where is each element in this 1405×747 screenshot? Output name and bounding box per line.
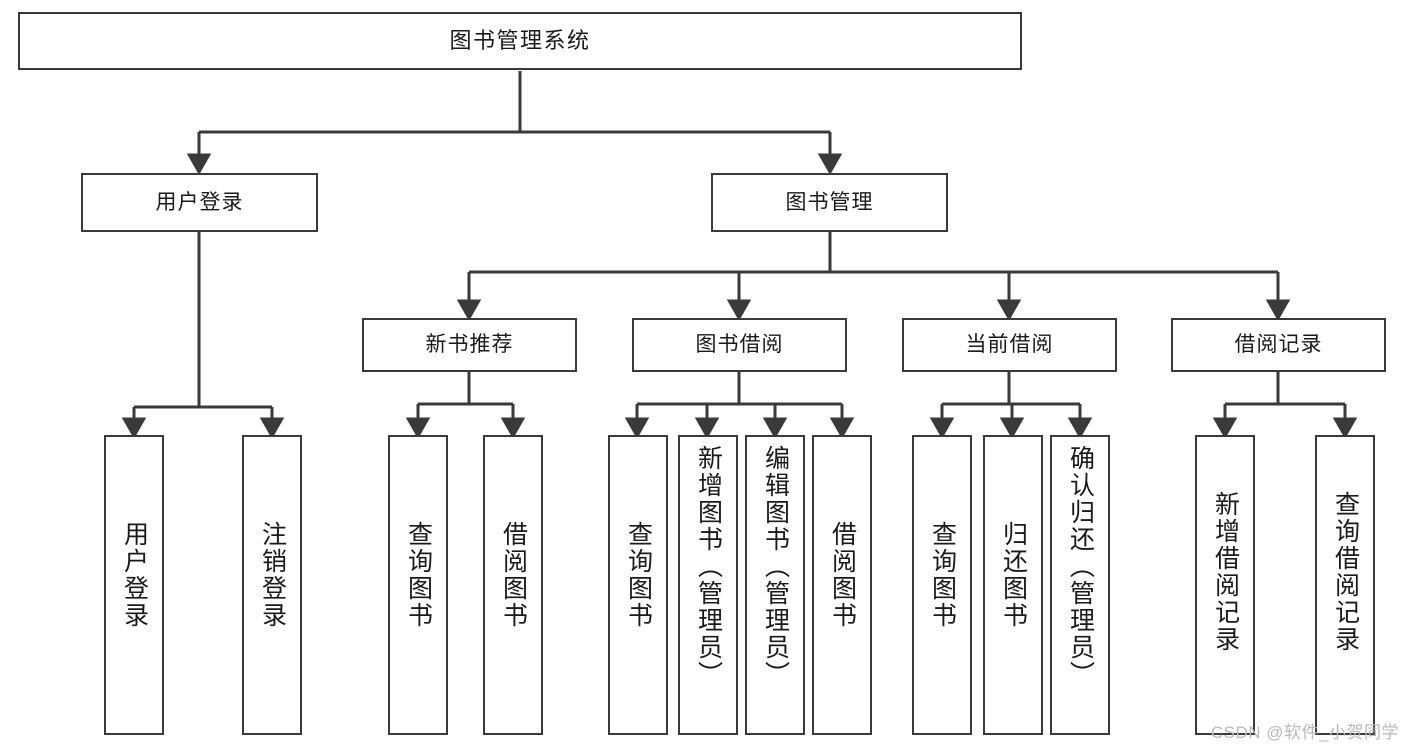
node-label: 新书推荐 — [425, 333, 514, 357]
node-label: 新增图书（管理员） — [694, 445, 723, 688]
leaf-add-book-admin[interactable]: 新增图书（管理员） — [678, 435, 738, 735]
leaf-edit-book-admin[interactable]: 编辑图书（管理员） — [745, 435, 805, 735]
node-label: 图书借阅 — [695, 333, 784, 357]
node-label: 借阅图书 — [499, 521, 528, 629]
node-borrow-record[interactable]: 借阅记录 — [1171, 318, 1386, 372]
node-label: 当前借阅 — [965, 333, 1054, 357]
leaf-query-borrow-record[interactable]: 查询借阅记录 — [1315, 435, 1375, 735]
leaf-user-logout[interactable]: 注销登录 — [242, 435, 302, 735]
node-label: 确认归还（管理员） — [1066, 445, 1095, 688]
leaf-query-book-current[interactable]: 查询图书 — [912, 435, 972, 735]
node-label: 借阅记录 — [1234, 333, 1323, 357]
leaf-borrow-book[interactable]: 借阅图书 — [812, 435, 872, 735]
node-label: 查询借阅记录 — [1331, 491, 1360, 653]
leaf-query-book-recommend[interactable]: 查询图书 — [388, 435, 448, 735]
node-label: 用户登录 — [120, 521, 149, 629]
csdn-watermark: CSDN @软件_小贺同学 — [1210, 723, 1399, 742]
node-label: 编辑图书（管理员） — [761, 445, 790, 688]
leaf-user-login[interactable]: 用户登录 — [104, 435, 164, 735]
node-current-borrow[interactable]: 当前借阅 — [902, 318, 1117, 372]
node-user-login[interactable]: 用户登录 — [81, 173, 318, 232]
leaf-query-book-borrow[interactable]: 查询图书 — [608, 435, 668, 735]
leaf-confirm-return-admin[interactable]: 确认归还（管理员） — [1050, 435, 1110, 735]
node-label: 借阅图书 — [828, 521, 857, 629]
node-label: 查询图书 — [928, 521, 957, 629]
node-label: 注销登录 — [258, 521, 287, 629]
node-book-borrow[interactable]: 图书借阅 — [632, 318, 847, 372]
node-label: 图书管理 — [785, 190, 874, 214]
leaf-add-borrow-record[interactable]: 新增借阅记录 — [1195, 435, 1255, 735]
node-label: 用户登录 — [155, 190, 244, 214]
node-root-system[interactable]: 图书管理系统 — [18, 12, 1022, 70]
node-label: 查询图书 — [404, 521, 433, 629]
node-label: 新增借阅记录 — [1211, 491, 1240, 653]
node-new-book-recommend[interactable]: 新书推荐 — [362, 318, 577, 372]
node-label: 图书管理系统 — [449, 27, 591, 53]
leaf-return-book[interactable]: 归还图书 — [983, 435, 1043, 735]
node-book-management[interactable]: 图书管理 — [711, 173, 948, 232]
node-label: 查询图书 — [624, 521, 653, 629]
leaf-borrow-book-recommend[interactable]: 借阅图书 — [483, 435, 543, 735]
node-label: 归还图书 — [999, 521, 1028, 629]
